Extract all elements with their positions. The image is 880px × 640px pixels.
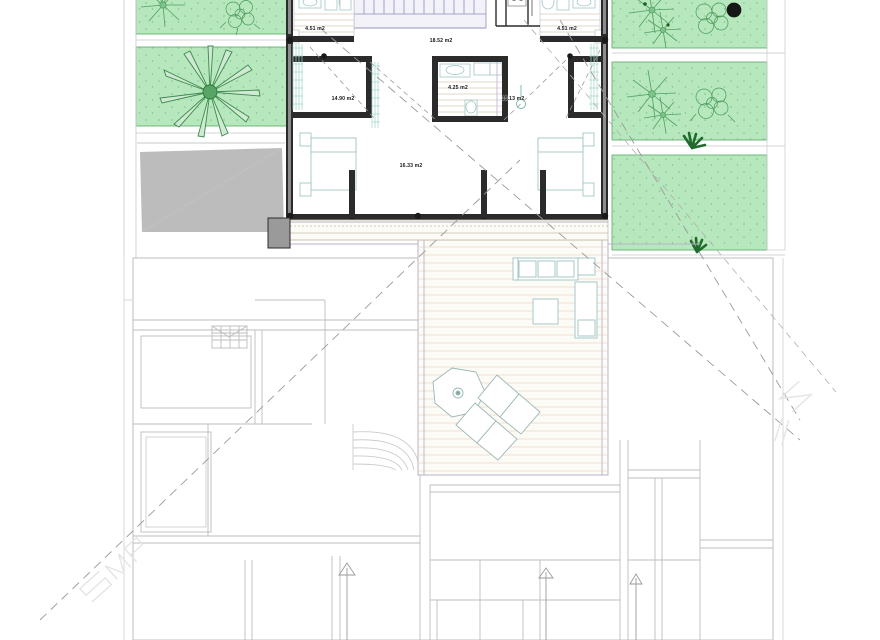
furniture-sofa-l [512,257,598,339]
area-label-hall-center: 18.52 m2 [429,38,453,44]
furniture-parasol [432,367,486,418]
area-label-bedroom-left: 14.90 m2 [331,96,355,102]
furniture-lounger-2 [455,402,518,461]
bathroom-center [435,59,505,119]
plant-grass-tufts [682,131,708,254]
area-label-bedroom-right: 15.13 m2 [501,96,525,102]
furniture-bed-right [537,132,595,197]
area-label-bath-left: 4.51 m2 [305,26,325,32]
plant-shrub-right-top [695,2,742,34]
plant-shrub-left-top [219,0,261,36]
plant-palm-right-mid [626,69,682,134]
shower-head [516,85,526,109]
furniture-bed-left [299,132,357,197]
windows [292,44,599,128]
area-label-bath-right: 4.51 m2 [557,26,577,32]
area-label-bath-center: 4.25 m2 [448,85,468,91]
furniture-lounger-1 [477,374,541,435]
area-label-living-room: 16.33 m2 [399,163,423,169]
plant-shrub-right-mid [689,87,736,123]
plant-palm-right-top [628,0,682,49]
plant-palm-small-left [140,0,185,28]
staircase [337,0,487,31]
corner-pier [267,217,291,249]
plant-agave-large [159,45,261,138]
bathroom-right [539,0,605,44]
direction-arrows [338,562,643,640]
service-shaft [495,0,540,27]
furniture-coffee-table [532,298,559,325]
door-swings [309,46,601,121]
